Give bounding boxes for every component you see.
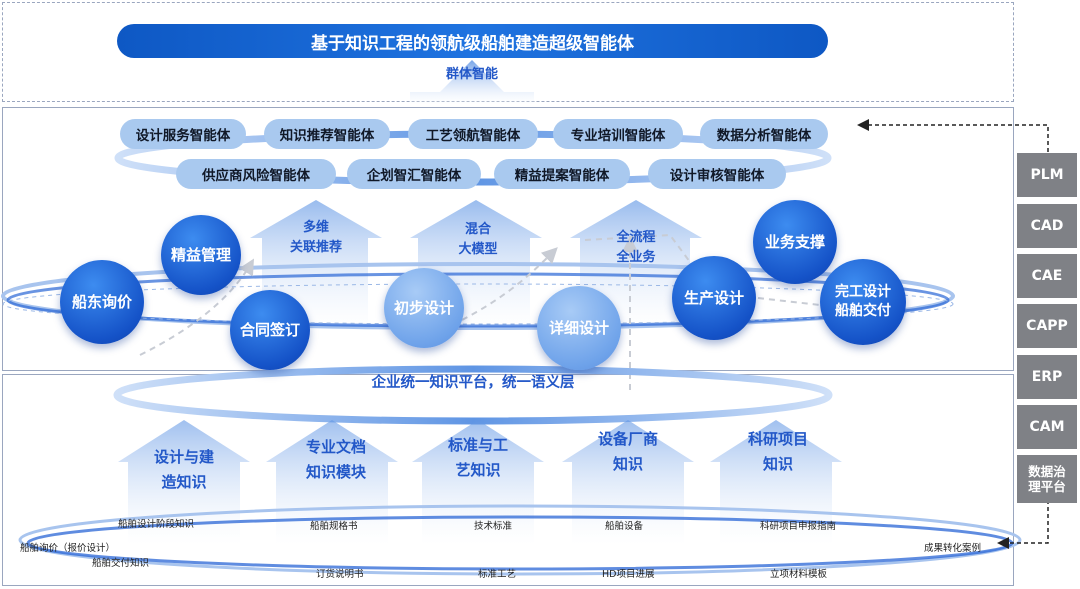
- knowledge-docs-line1: 专业文档: [305, 438, 366, 456]
- circle-detail-design[interactable]: 详细设计: [537, 286, 621, 370]
- knowledge-design-build: 设计与建 造知识: [134, 445, 234, 495]
- knowledge-docs-line2: 知识模块: [305, 462, 366, 481]
- agent-supplier-risk[interactable]: 供应商风险智能体: [176, 159, 336, 189]
- arrow-hybrid-line2: 大模型: [458, 242, 498, 258]
- knowledge-docs: 专业文档 知识模块: [286, 435, 386, 485]
- knowledge-layer-frame: [2, 374, 1014, 586]
- platform-label: 企业统一知识平台，统一语义层: [371, 375, 575, 391]
- label-material-template: 立项材料模板: [770, 569, 828, 580]
- knowledge-equipment-line1: 设备厂商: [597, 430, 658, 448]
- top-up-arrow: [410, 60, 534, 105]
- agent-training[interactable]: 专业培训智能体: [553, 119, 683, 149]
- agent-planning[interactable]: 企划智汇智能体: [347, 159, 481, 189]
- label-hd-progress: HD项目进展: [602, 569, 655, 580]
- system-capp[interactable]: CAPP: [1017, 304, 1077, 348]
- knowledge-design-build-line2: 造知识: [161, 472, 207, 491]
- label-cases: 成果转化案例: [924, 543, 982, 554]
- agent-lean-proposal[interactable]: 精益提案智能体: [494, 159, 630, 189]
- knowledge-equipment-line2: 知识: [612, 454, 643, 473]
- arrow-multi-line2: 关联推荐: [289, 240, 342, 256]
- process-ring-outer: [1, 262, 955, 330]
- circle-owner-inquiry[interactable]: 船东询价: [60, 260, 144, 344]
- arrow-multi-line1: 多维: [302, 220, 329, 235]
- group-intelligence-label: 群体智能: [445, 67, 498, 82]
- agent-design-service[interactable]: 设计服务智能体: [120, 119, 246, 149]
- karrow-5: [710, 420, 842, 545]
- main-title: 基于知识工程的领航级船舶建造超级智能体: [117, 24, 828, 58]
- label-equipment: 船舶设备: [605, 521, 644, 532]
- circle-contract[interactable]: 合同签订: [230, 290, 310, 370]
- label-tech-std: 技术标准: [474, 521, 513, 532]
- karrow-2: [266, 420, 398, 545]
- arrow-hybrid-line1: 混合: [464, 222, 491, 237]
- agent-design-review[interactable]: 设计审核智能体: [648, 159, 786, 189]
- arrow-full-line2: 全业务: [616, 250, 656, 266]
- system-plm[interactable]: PLM: [1017, 153, 1077, 197]
- system-cae[interactable]: CAE: [1017, 254, 1077, 298]
- agent-knowledge-recommend[interactable]: 知识推荐智能体: [264, 119, 390, 149]
- knowledge-standards: 标准与工 艺知识: [428, 433, 528, 483]
- karrow-3: [412, 420, 544, 545]
- label-spec: 船舶规格书: [310, 521, 358, 532]
- system-cam[interactable]: CAM: [1017, 405, 1077, 449]
- arrow-full-line1: 全流程: [616, 230, 656, 245]
- arrow-multi-label: 多维 关联推荐: [276, 218, 356, 258]
- label-order-spec: 订货说明书: [316, 569, 364, 580]
- delivery-line2: 船舶交付: [835, 303, 891, 319]
- platform-ring: [113, 365, 833, 425]
- arrow-full-label: 全流程 全业务: [596, 228, 676, 268]
- process-ring-dashed: [2, 283, 954, 325]
- label-delivery-knowledge: 船舶交付知识: [92, 558, 150, 569]
- flow-dash-2: [461, 247, 558, 321]
- connector-top: [857, 119, 1049, 152]
- knowledge-research-line1: 科研项目: [747, 430, 808, 448]
- circle-lean-mgmt[interactable]: 精益管理: [161, 215, 241, 295]
- knowledge-research-line2: 知识: [762, 454, 793, 473]
- knowledge-research: 科研项目 知识: [728, 427, 828, 477]
- arrow-hybrid-label: 混合 大模型: [438, 220, 518, 260]
- knowledge-standards-line2: 艺知识: [455, 460, 501, 479]
- agent-data-analysis[interactable]: 数据分析智能体: [700, 119, 828, 149]
- delivery-line1: 完工设计: [835, 284, 891, 301]
- knowledge-equipment: 设备厂商 知识: [578, 427, 678, 477]
- process-ring-inner: [6, 272, 950, 328]
- circle-business-support[interactable]: 业务支撑: [753, 200, 837, 284]
- knowledge-standards-line1: 标准与工: [447, 436, 508, 454]
- flow-dash-1: [139, 258, 255, 356]
- karrow-4: [562, 420, 694, 545]
- circle-prelim-design[interactable]: 初步设计: [384, 268, 464, 348]
- agent-process-pilot[interactable]: 工艺领航智能体: [408, 119, 538, 149]
- connector-bottom: [997, 500, 1049, 549]
- system-erp[interactable]: ERP: [1017, 355, 1077, 399]
- label-inquiry-quote: 船舶询价（报价设计）: [20, 543, 116, 554]
- system-cad[interactable]: CAD: [1017, 204, 1077, 248]
- flow-dash-5: [757, 297, 821, 306]
- circle-delivery[interactable]: 完工设计 船舶交付: [820, 259, 906, 345]
- label-stage-knowledge: 船舶设计阶段知识: [118, 519, 195, 530]
- circle-production-design[interactable]: 生产设计: [672, 256, 756, 340]
- label-std-process: 标准工艺: [478, 569, 517, 580]
- system-data-governance[interactable]: 数据治理平台: [1017, 455, 1077, 503]
- knowledge-ring-outer: [18, 504, 1022, 576]
- label-research-guide: 科研项目申报指南: [760, 521, 837, 532]
- knowledge-design-build-line1: 设计与建: [153, 448, 214, 466]
